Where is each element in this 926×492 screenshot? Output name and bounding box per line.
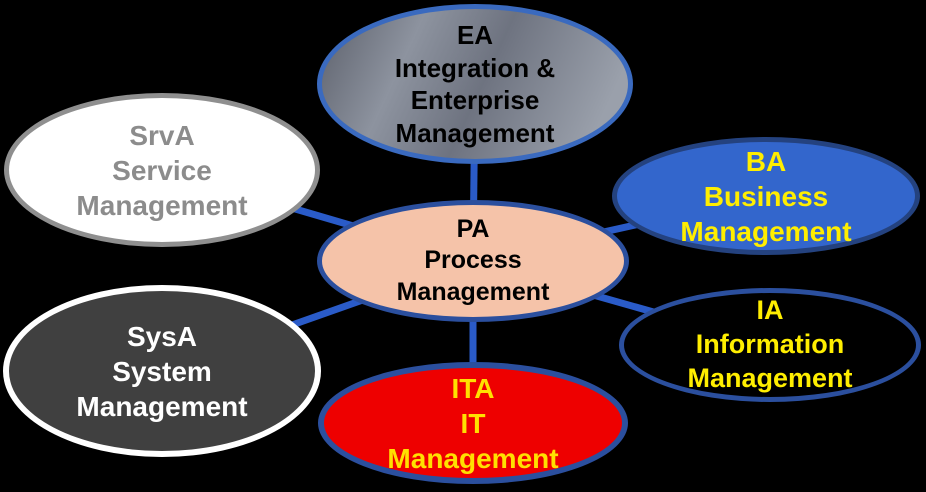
node-ea-label: EA Integration & Enterprise Management	[394, 20, 556, 148]
node-ia-label: IA Information Management	[687, 295, 853, 393]
node-sysa-system-management: SysA System Management	[3, 285, 321, 457]
node-ba-label: BA Business Management	[680, 145, 852, 247]
node-ita-label: ITA IT Management	[387, 372, 559, 474]
node-pa-process-management: PA Process Management	[317, 200, 629, 322]
node-sysa-label: SysA System Management	[76, 320, 248, 422]
node-srva-service-management: SrvA Service Management	[4, 93, 320, 247]
node-ba-business-management: BA Business Management	[612, 137, 920, 255]
node-srva-label: SrvA Service Management	[76, 119, 248, 221]
node-ea-integration-enterprise-management: EA Integration & Enterprise Management	[317, 4, 633, 164]
node-ia-information-management: IA Information Management	[619, 288, 921, 402]
node-ita-it-management: ITA IT Management	[318, 362, 628, 484]
node-pa-label: PA Process Management	[396, 215, 550, 306]
